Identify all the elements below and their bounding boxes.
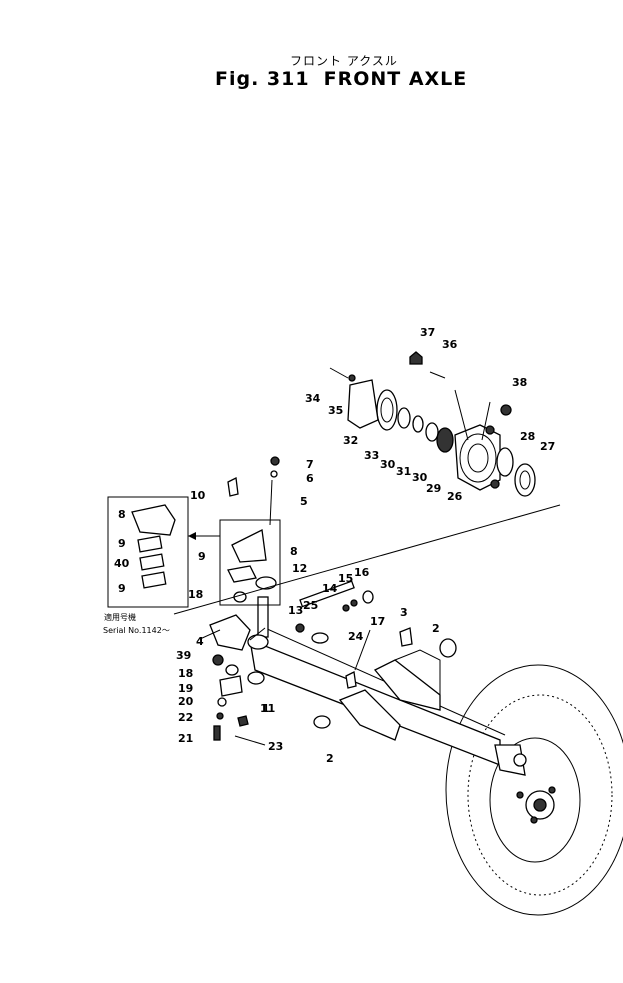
king-pin-part — [257, 596, 269, 638]
cover-plate-part — [347, 379, 379, 429]
callout-21: 21 — [178, 732, 193, 745]
callout-23: 23 — [268, 740, 283, 753]
callout-2: 2 — [326, 752, 334, 765]
callout-labels: 1 2 2 3 4 5 6 7 8 8 9 9 9 10 11 12 13 14… — [114, 326, 555, 765]
callout-30: 30 — [412, 471, 428, 484]
figure-title: Fig. 311 FRONT AXLE — [215, 68, 481, 90]
callout-39: 39 — [176, 649, 191, 662]
callout-38: 38 — [512, 376, 527, 389]
callout-9: 9 — [198, 550, 206, 563]
axle-beam — [249, 627, 527, 776]
callout-24: 24 — [348, 630, 364, 643]
nut-part — [409, 351, 423, 365]
callout-6: 6 — [306, 472, 314, 485]
callout-25: 25 — [303, 599, 318, 612]
callout-13: 13 — [288, 604, 303, 617]
callout-18: 18 — [188, 588, 203, 601]
callout-27: 27 — [540, 440, 555, 453]
callout-5: 5 — [300, 495, 308, 508]
hub-assembly — [454, 424, 501, 491]
oil-seal-part — [514, 463, 536, 497]
callout-40: 40 — [114, 557, 130, 570]
callout-11: 11 — [260, 702, 275, 715]
callout-8: 8 — [290, 545, 298, 558]
callout-18: 18 — [178, 667, 193, 680]
callout-9: 9 — [118, 582, 126, 595]
callout-2: 2 — [432, 622, 440, 635]
callout-32: 32 — [343, 434, 358, 447]
callout-22: 22 — [178, 711, 193, 724]
figure-name: FRONT AXLE — [323, 68, 468, 90]
callout-16: 16 — [354, 566, 370, 579]
callout-19: 19 — [178, 682, 193, 695]
knuckle-part — [209, 614, 251, 651]
variant-inset-box — [107, 496, 189, 608]
grease-fitting-part — [227, 477, 239, 497]
callout-31: 31 — [396, 465, 411, 478]
callout-34: 34 — [305, 392, 321, 405]
callout-15: 15 — [338, 572, 353, 585]
callout-7: 7 — [306, 458, 314, 471]
callout-36: 36 — [442, 338, 458, 351]
callout-8: 8 — [118, 508, 126, 521]
serial-note-japanese: 適用号機 — [104, 612, 136, 622]
callout-14: 14 — [322, 582, 338, 595]
callout-3: 3 — [400, 606, 408, 619]
callout-29: 29 — [426, 482, 441, 495]
tire-illustration — [445, 664, 623, 916]
callout-4: 4 — [196, 635, 204, 648]
serial-note: Serial No.1142～ — [103, 626, 170, 635]
callout-37: 37 — [420, 326, 435, 339]
callout-28: 28 — [520, 430, 535, 443]
steering-arm-part — [231, 529, 267, 563]
bearing-cup-part — [496, 447, 514, 477]
callout-9: 9 — [118, 537, 126, 550]
callout-10: 10 — [190, 489, 206, 502]
callout-26: 26 — [447, 490, 463, 503]
bearing-part — [436, 427, 454, 453]
seal-ring-part — [376, 389, 398, 431]
callout-17: 17 — [370, 615, 385, 628]
callout-1: 1 — [262, 702, 270, 715]
figure-number: Fig. 311 — [215, 68, 310, 90]
callout-30: 30 — [380, 458, 396, 471]
callout-20: 20 — [178, 695, 194, 708]
figure-subtitle-japanese: フロント アクスル — [290, 54, 398, 68]
callout-35: 35 — [328, 404, 343, 417]
callout-12: 12 — [292, 562, 307, 575]
callout-33: 33 — [364, 449, 379, 462]
